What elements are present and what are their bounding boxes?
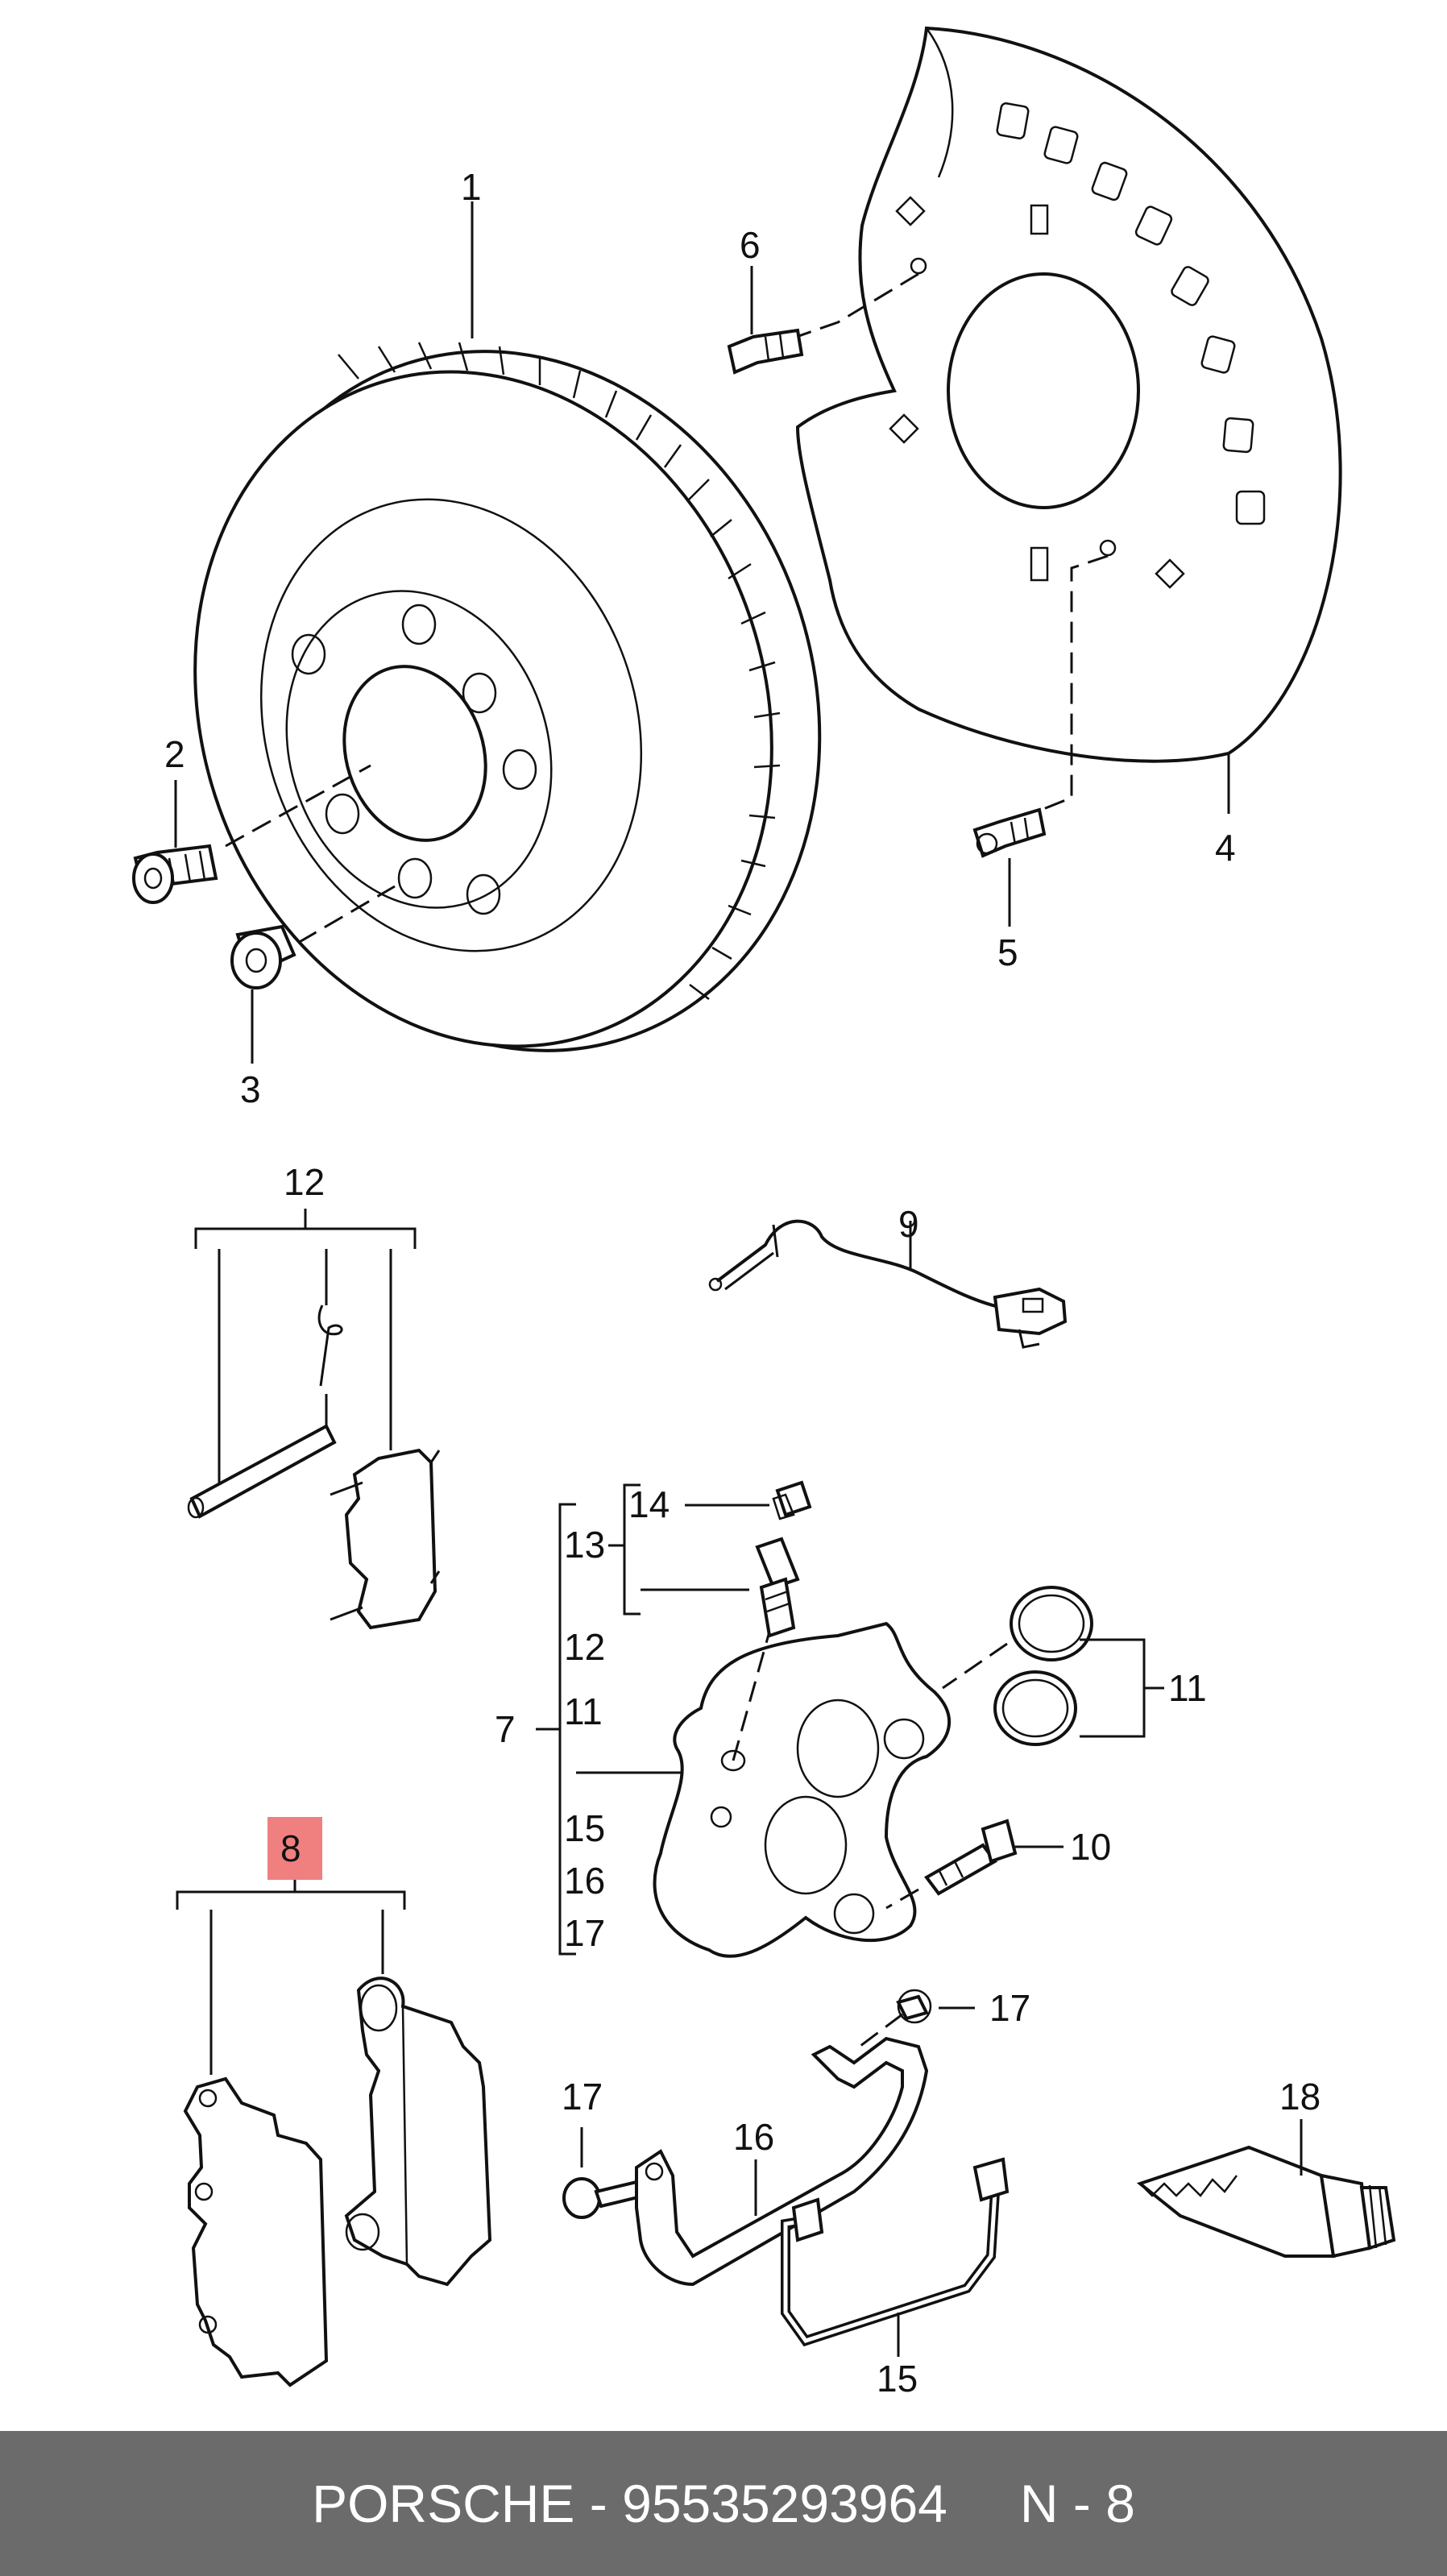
callout-15-line: 15 — [877, 2358, 918, 2400]
caliper-labels: 7 13 14 12 11 15 16 17 — [495, 1483, 769, 1956]
footer-brand: PORSCHE — [312, 2474, 575, 2533]
callout-14: 14 — [628, 1483, 670, 1525]
callout-8: 8 — [280, 1827, 301, 1869]
footer-page-label: N - 8 — [1019, 2474, 1135, 2533]
callout-9: 9 — [898, 1203, 919, 1245]
callout-11-caliper: 11 — [564, 1690, 603, 1732]
callout-12-top: 12 — [284, 1161, 325, 1203]
pad-retaining-kit: 12 — [187, 1161, 441, 1630]
footer-bar: PORSCHE - 95535293964 N - 8 — [0, 2431, 1447, 2576]
callout-10: 10 — [1070, 1826, 1111, 1868]
footer-separator: - — [589, 2474, 607, 2533]
grease-tube-18: 18 — [1136, 2076, 1396, 2259]
screw-17-left: 17 — [562, 2076, 644, 2219]
bleeder-screw — [755, 1480, 812, 1638]
callout-17-caliper: 17 — [564, 1912, 605, 1954]
callout-16-bracket: 16 — [733, 2116, 774, 2158]
callout-15-caliper: 15 — [564, 1807, 605, 1849]
callout-16-caliper: 16 — [564, 1860, 605, 1902]
screw-17-right: 17 — [853, 1987, 1030, 2052]
callout-17-right: 17 — [989, 1987, 1030, 2029]
callout-2: 2 — [164, 733, 185, 775]
callout-6: 6 — [740, 224, 761, 266]
locating-screw-3: 3 — [230, 885, 396, 1110]
footer-part-number: 95535293964 — [622, 2474, 947, 2533]
seal-rings: 11 — [942, 1586, 1207, 1746]
hex-bolt-5: 5 — [972, 807, 1047, 973]
callout-1: 1 — [461, 166, 482, 208]
brake-disc: 1 — [193, 166, 822, 1052]
brake-line-15: 15 — [781, 2157, 1010, 2400]
part-8-highlight — [267, 1817, 322, 1880]
callout-18: 18 — [1279, 2076, 1321, 2118]
callout-7: 7 — [495, 1708, 516, 1750]
brake-cover-plate: 4 — [773, 26, 1342, 869]
callout-11-seals: 11 — [1168, 1667, 1207, 1709]
callout-13: 13 — [564, 1524, 605, 1566]
brake-caliper — [653, 1621, 951, 1958]
callout-5: 5 — [997, 931, 1018, 973]
hex-bolt-6: 6 — [727, 224, 804, 375]
wear-sensor-9: 9 — [708, 1203, 1068, 1349]
bracket-16: 16 — [635, 2036, 929, 2287]
exploded-parts-diagram: 1 2 3 — [132, 26, 1396, 2400]
caliper-bolt-10: 10 — [885, 1819, 1111, 1910]
wheel-bolt-2: 2 — [132, 733, 371, 904]
brake-pad-set: 8 — [176, 1817, 492, 2387]
callout-3: 3 — [240, 1068, 261, 1110]
callout-12-caliper: 12 — [564, 1626, 605, 1668]
callout-17-left: 17 — [562, 2076, 603, 2118]
callout-4: 4 — [1215, 827, 1236, 869]
